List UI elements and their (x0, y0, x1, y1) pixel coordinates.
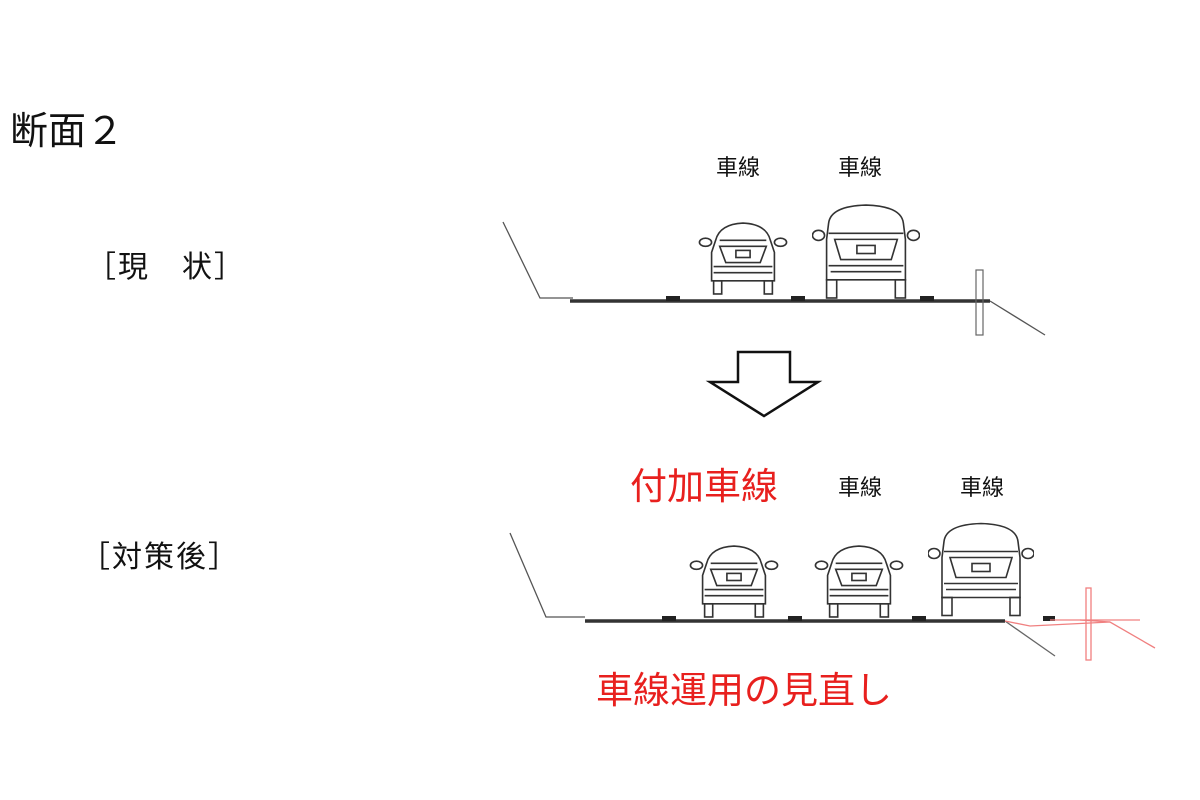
lane-marker (666, 296, 680, 301)
car-suv (812, 204, 920, 299)
left-slope (502, 221, 573, 299)
after-section (509, 522, 1156, 661)
lane-marker (912, 616, 926, 621)
lane-label: 車線 (960, 476, 1005, 501)
added-lane-label: 付加車線 (630, 465, 778, 508)
current-section (502, 204, 1046, 336)
lane-marker (1043, 616, 1055, 621)
car-suv (928, 522, 1034, 617)
guard-post (975, 269, 984, 336)
lane-label: 車線 (716, 156, 761, 181)
lane-marker (920, 296, 934, 301)
lane-marker (662, 616, 676, 621)
after-label: ［対策後］ (80, 540, 240, 575)
car-sedan (698, 222, 788, 295)
current-label: ［現 状］ (86, 250, 246, 285)
car-sedan (814, 545, 904, 618)
car-sedan (689, 545, 779, 618)
lane-label: 車線 (838, 156, 883, 181)
right-slope (989, 300, 1046, 336)
right-slope (1004, 620, 1056, 657)
left-slope (509, 532, 585, 618)
revision-note: 車線運用の見直し (596, 669, 892, 712)
page-title: 断面２ (10, 109, 125, 153)
lane-marker (791, 296, 805, 301)
lane-marker (788, 616, 802, 621)
lane-label: 車線 (838, 476, 883, 501)
down-arrow-icon (705, 350, 823, 418)
revised-edge-red (1004, 587, 1156, 661)
